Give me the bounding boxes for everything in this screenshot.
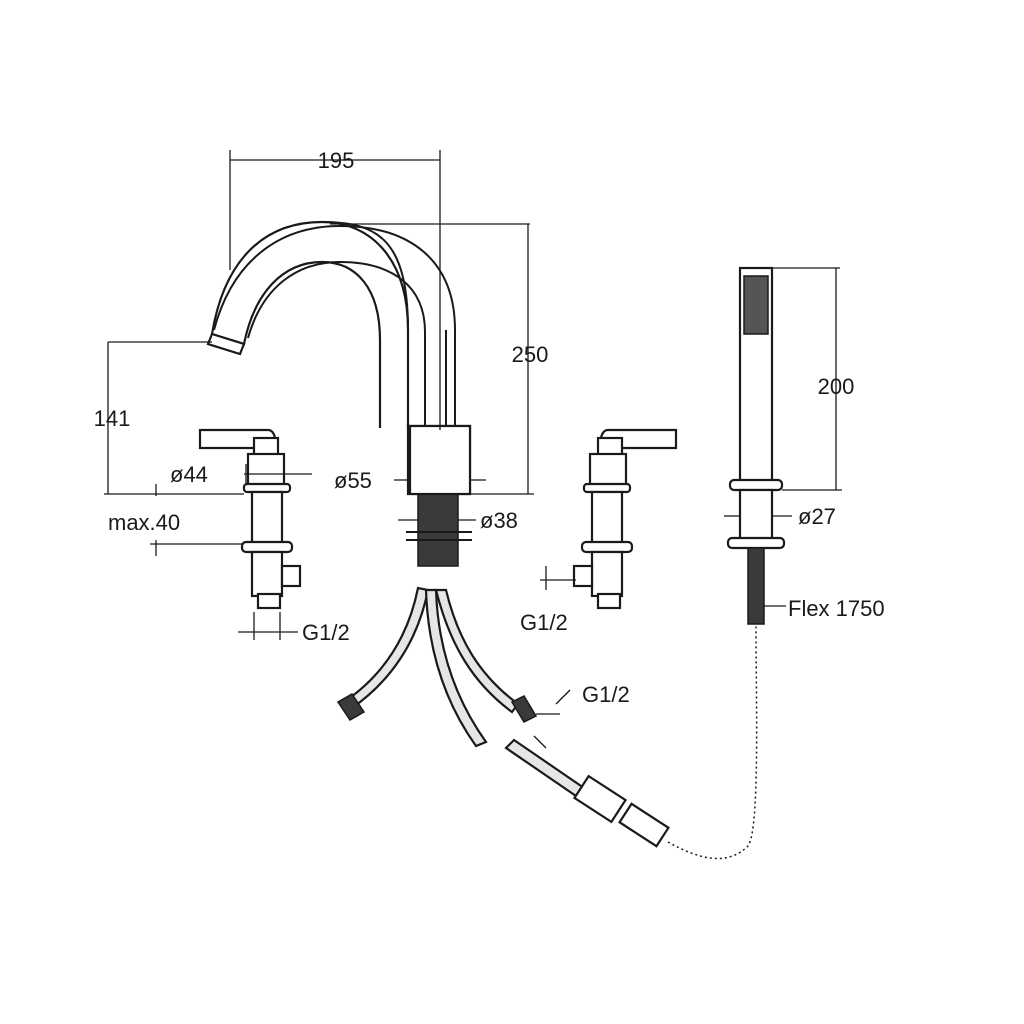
label-left-connection: G1/2 (302, 620, 350, 645)
hose-fitting-left (336, 693, 366, 721)
flex-hose-path (667, 625, 758, 860)
handshower-shank (747, 547, 765, 625)
spout-gooseneck (213, 224, 472, 496)
dimension-labels: 195 250 141 ø44 max.40 ø55 ø38 200 ø27 G… (94, 148, 885, 707)
label-right-connection: G1/2 (520, 610, 568, 635)
spout (206, 220, 472, 567)
label-spout-base-diameter: ø55 (334, 468, 372, 493)
label-hose-connection: G1/2 (582, 682, 630, 707)
right-handle-valve (572, 428, 678, 610)
left-outlet (280, 564, 302, 588)
spout-shank (417, 493, 459, 567)
label-spout-shank-diameter: ø38 (480, 508, 518, 533)
label-handle-height: 141 (94, 406, 131, 431)
label-spout-height: 250 (512, 342, 549, 367)
label-handle-diameter: ø44 (170, 462, 208, 487)
hose-fitting-right (510, 695, 538, 723)
handshower-spray-face (743, 275, 769, 335)
left-handle-valve (198, 428, 302, 610)
dimension-lines (104, 150, 842, 749)
handshower-hose-section (504, 738, 586, 798)
label-deck-thickness: max.40 (108, 510, 180, 535)
label-spout-reach: 195 (318, 148, 355, 173)
handshower (726, 266, 786, 625)
spout-outlet (206, 332, 246, 356)
label-handshower-base-diameter: ø27 (798, 504, 836, 529)
supply-hoses (336, 586, 758, 860)
label-handshower-height: 200 (818, 374, 855, 399)
hose-connector (572, 774, 628, 824)
right-outlet (572, 564, 594, 588)
label-flex-hose: Flex 1750 (788, 596, 885, 621)
